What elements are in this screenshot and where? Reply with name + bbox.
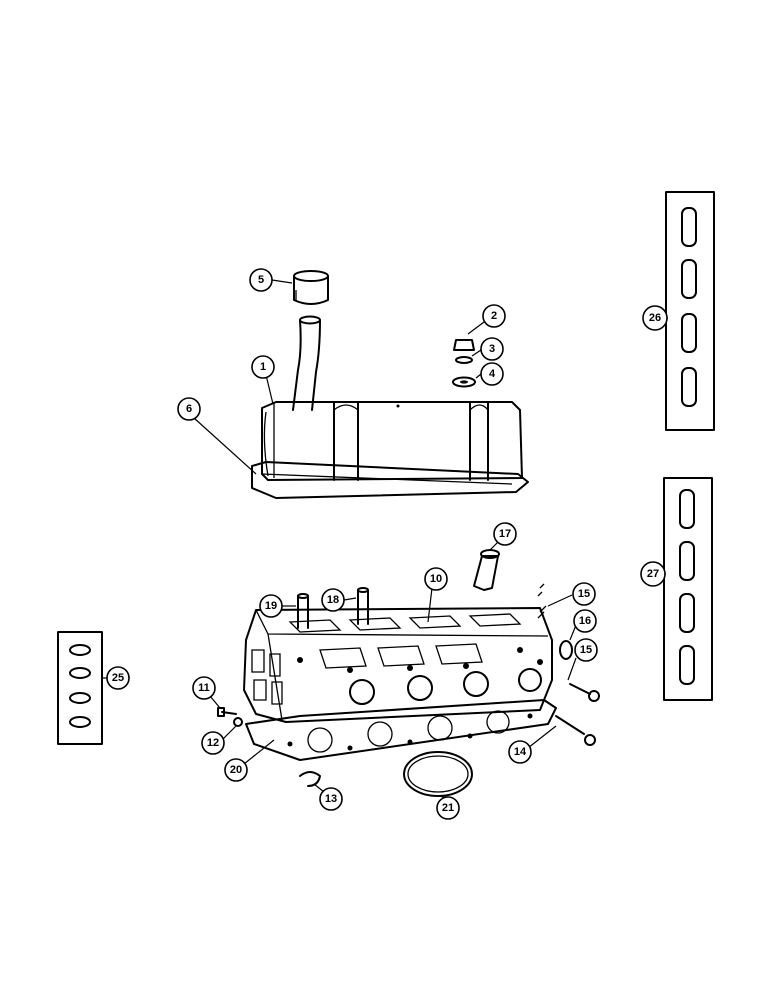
- cover-washer: [455, 356, 473, 364]
- callout-17-label: 17: [499, 528, 511, 540]
- callout-17: 17: [493, 522, 517, 546]
- callout-16-label: 16: [579, 615, 591, 627]
- panel-27: [663, 477, 713, 701]
- cover-nut: [453, 339, 475, 351]
- snap-ring: [299, 771, 321, 787]
- callout-15-top-label: 15: [578, 588, 590, 600]
- panel-26: [665, 191, 715, 431]
- callout-12-label: 12: [207, 737, 219, 749]
- callout-1-label: 1: [260, 361, 266, 373]
- callout-16: 16: [573, 609, 597, 633]
- callout-3: 3: [480, 337, 504, 361]
- valve-cover-gasket: [251, 461, 529, 499]
- callout-14: 14: [508, 740, 532, 764]
- callout-20: 20: [224, 758, 248, 782]
- callout-20-label: 20: [230, 764, 242, 776]
- callout-15-bottom-label: 15: [580, 644, 592, 656]
- cylinder-head: [243, 607, 553, 723]
- head-gasket: [245, 699, 557, 761]
- callout-14-label: 14: [514, 746, 527, 758]
- callout-19: 19: [259, 594, 283, 618]
- callout-11: 11: [192, 676, 216, 700]
- head-pins: [537, 583, 547, 619]
- stud-14: [555, 715, 596, 746]
- callout-10: 10: [424, 567, 448, 591]
- injector-sleeve: [473, 549, 500, 591]
- callout-18-label: 18: [327, 594, 339, 606]
- stud-18: [357, 587, 369, 625]
- stud-19: [297, 593, 309, 629]
- callout-6-label: 6: [186, 403, 192, 415]
- callout-5: 5: [249, 268, 273, 292]
- callout-18: 18: [321, 588, 345, 612]
- callout-25-label: 25: [112, 672, 124, 684]
- callout-2: 2: [482, 304, 506, 328]
- cover-grommet: [452, 376, 476, 388]
- plug-and-pin-15: [569, 683, 600, 702]
- callout-26-label: 26: [649, 312, 661, 324]
- callout-13: 13: [319, 787, 343, 811]
- callout-25: 25: [106, 666, 130, 690]
- panel-25: [57, 631, 103, 745]
- callout-15-bottom: 15: [574, 638, 598, 662]
- callout-27: 27: [640, 561, 666, 587]
- valve-cover: [261, 401, 523, 481]
- leader-lines: [102, 279, 668, 799]
- callout-2-label: 2: [491, 310, 497, 322]
- callout-11-label: 11: [198, 682, 210, 694]
- expansion-plug: [559, 640, 573, 660]
- callout-5-label: 5: [258, 274, 264, 286]
- callout-19-label: 19: [265, 600, 277, 612]
- o-ring-seal: [403, 751, 473, 797]
- callout-15-top: 15: [572, 582, 596, 606]
- callout-4: 4: [480, 362, 504, 386]
- callout-13-label: 13: [325, 793, 337, 805]
- callout-26: 26: [642, 305, 668, 331]
- callout-21-label: 21: [442, 802, 454, 814]
- washer-12: [233, 717, 243, 727]
- bolt-11: [217, 707, 237, 717]
- callout-10-label: 10: [430, 573, 442, 585]
- callout-1: 1: [251, 355, 275, 379]
- callout-27-label: 27: [647, 568, 659, 580]
- callout-21: 21: [436, 796, 460, 820]
- oil-filler-cap: [293, 270, 329, 305]
- callout-3-label: 3: [489, 343, 495, 355]
- breather-tube: [292, 315, 321, 411]
- callout-4-label: 4: [489, 368, 496, 380]
- callout-12: 12: [201, 731, 225, 755]
- callout-6: 6: [177, 397, 201, 421]
